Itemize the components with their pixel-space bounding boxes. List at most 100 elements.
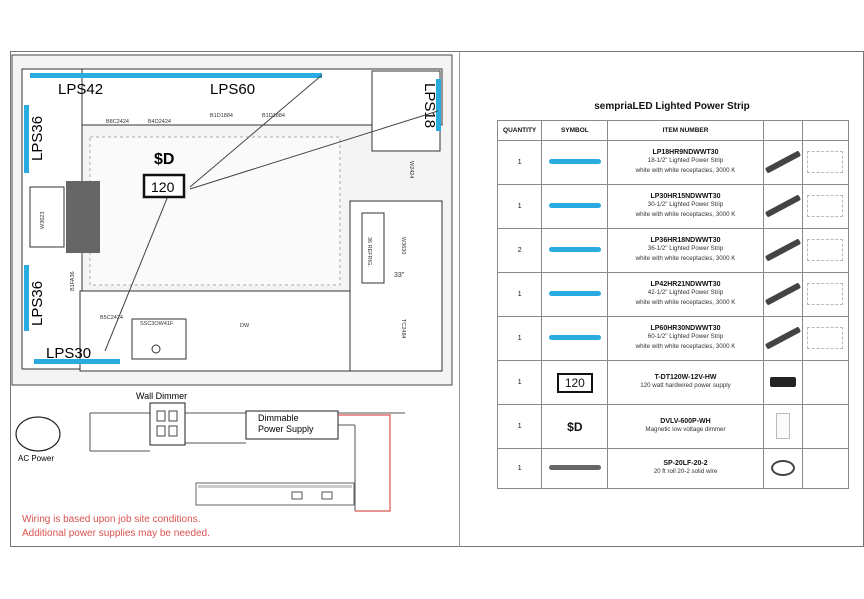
- range: [66, 181, 100, 253]
- power-supply-symbol: 120: [556, 372, 593, 393]
- led-strip-symbol: [548, 159, 601, 164]
- item-description-2: white with white receptacles, 3000 K: [635, 255, 736, 262]
- row-drawing: [801, 448, 850, 489]
- cab-w36: W3623: [40, 212, 46, 229]
- row-symbol: [541, 228, 609, 273]
- row-quantity: 1: [496, 448, 543, 489]
- power-box: [142, 173, 186, 199]
- dimmer-switch-2: [168, 410, 178, 422]
- row-product-image: [762, 272, 803, 317]
- row-quantity: 1: [496, 404, 543, 449]
- tall-cabinet: [371, 70, 441, 152]
- header-quantity: QUANTITY: [496, 120, 543, 141]
- row-product-image: [762, 316, 803, 361]
- strip-lps36-top: [24, 105, 29, 173]
- header-drawing: [801, 120, 850, 141]
- dimension-drawing: [807, 282, 844, 305]
- dimmer-switch-1: [156, 410, 166, 422]
- header-image: [762, 120, 803, 141]
- row-symbol: $D: [541, 404, 609, 449]
- wall-dimmer-caption: Wall Dimmer: [136, 391, 187, 401]
- strip-image: [764, 281, 801, 306]
- cab-dw: DW: [240, 323, 250, 329]
- led-strip-symbol: [548, 291, 601, 296]
- dimension-drawing: [807, 150, 844, 173]
- row-symbol: 120: [541, 360, 609, 405]
- item-number: SP-20LF-20-2: [663, 460, 708, 467]
- dimmer-symbol: $D: [154, 151, 174, 168]
- box-image: [769, 376, 796, 387]
- item-number: LP60HR30NDWWT30: [650, 325, 721, 332]
- dimmer-symbol: $D: [567, 419, 583, 434]
- oven: [29, 186, 65, 248]
- row-product-image: [762, 140, 803, 185]
- label-lps18: LPS18: [421, 83, 438, 128]
- note-line2: Additional power supplies may be needed.: [22, 528, 210, 539]
- row-symbol: [541, 316, 609, 361]
- cab-b1: B1D1884: [210, 113, 233, 119]
- row-product-image: [762, 184, 803, 229]
- strip-lps36-bottom: [24, 265, 29, 331]
- power-supply-line2: Power Supply: [258, 424, 314, 434]
- kitchen-plan: LPS42 LPS60 LPS36 LPS36 LPS18 LPS30 B8C2…: [11, 54, 453, 539]
- header-symbol: SYMBOL: [541, 120, 609, 141]
- item-description-2: white with white receptacles, 3000 K: [635, 299, 736, 306]
- frame-divider: [459, 51, 460, 547]
- row-quantity: 1: [496, 272, 543, 317]
- item-description: 60-1/2" Lighted Power Strip: [647, 333, 724, 340]
- table-title: sempriaLED Lighted Power Strip: [594, 101, 750, 112]
- row-quantity: 1: [496, 184, 543, 229]
- power-strip-drawing: [195, 482, 355, 506]
- receptacle-1: [291, 491, 303, 500]
- strip-image: [764, 325, 801, 350]
- item-number: LP30HR15NDWWT30: [650, 193, 721, 200]
- row-quantity: 1: [496, 360, 543, 405]
- table-header-row: QUANTITY SYMBOL ITEM NUMBER: [496, 120, 850, 141]
- strip-lps42: [30, 73, 158, 78]
- item-description-2: white with white receptacles, 3000 K: [635, 211, 736, 218]
- row-symbol: [541, 184, 609, 229]
- row-product-image: [762, 448, 803, 489]
- item-number: LP42HR21NDWWT30: [650, 281, 721, 288]
- cab-w24: W2424: [408, 161, 414, 178]
- item-description: 120 watt hardwired power supply: [640, 382, 731, 389]
- led-strips: [24, 73, 441, 364]
- strip-image: [764, 149, 801, 174]
- cab-ref: 36 REFRIG.: [366, 237, 372, 267]
- row-drawing: [801, 184, 850, 229]
- item-description: 42-1/2" Lighted Power Strip: [647, 289, 724, 296]
- row-symbol: [541, 272, 609, 317]
- item-number: T-DT120W-12V-HW: [654, 374, 717, 381]
- power-box-label: 120: [151, 179, 175, 195]
- row-quantity: 2: [496, 228, 543, 273]
- cab-sink: SSC3OW41F: [140, 321, 174, 327]
- lower-counter: [79, 290, 381, 372]
- wire-symbol: [548, 465, 601, 470]
- cab-tall: TC2484: [400, 319, 406, 339]
- wall-dimmer-box: [149, 402, 186, 446]
- strip-lps60: [158, 73, 322, 78]
- cab-b8c: B8C2424: [106, 119, 129, 125]
- cab-b15: B5C2424: [100, 315, 123, 321]
- receptacle-2: [321, 491, 333, 500]
- label-lps42: LPS42: [58, 81, 103, 98]
- label-lps36-bottom: LPS36: [29, 281, 46, 326]
- strip-lps18: [436, 79, 441, 131]
- cab-33: 33": [394, 272, 405, 279]
- power-strip-led: [198, 485, 352, 488]
- cab-w: W3630: [400, 237, 406, 254]
- strip-image: [764, 237, 801, 262]
- item-description: 36-1/2" Lighted Power Strip: [647, 245, 724, 252]
